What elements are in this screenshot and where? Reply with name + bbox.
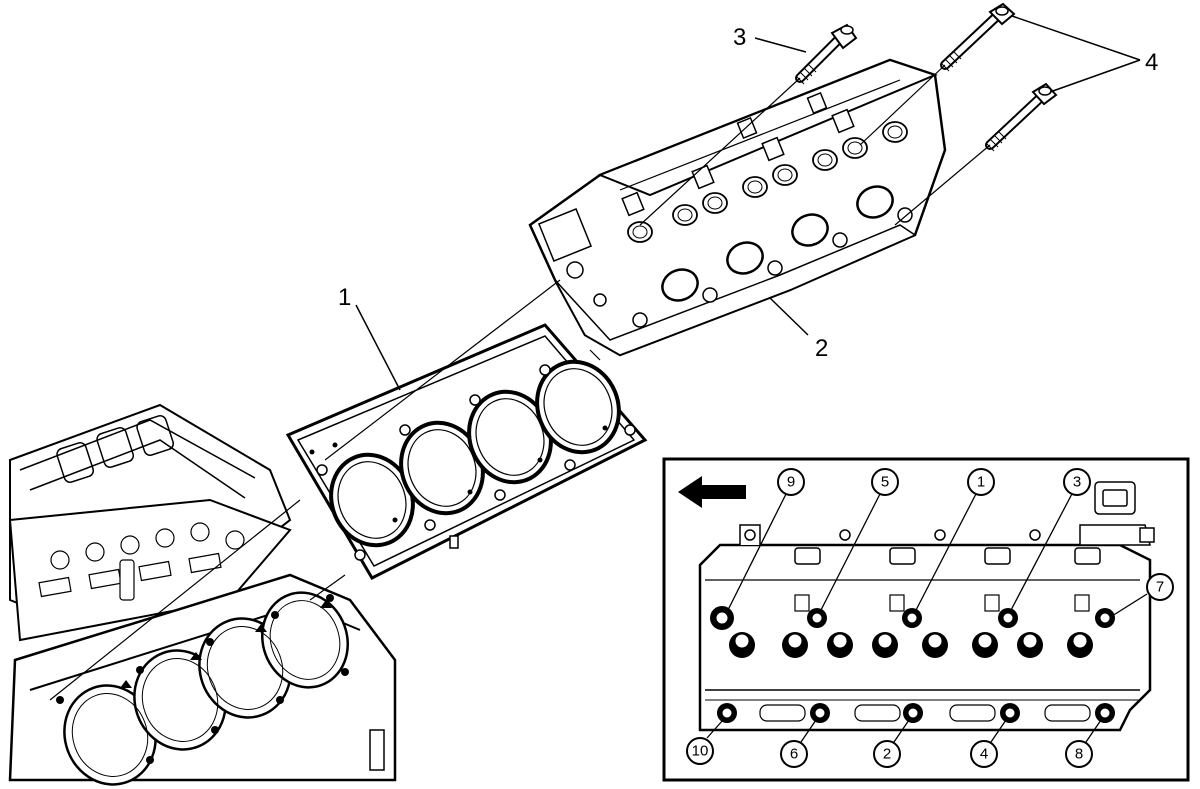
sequence-number-7: 7	[1146, 573, 1174, 601]
callout-3: 3	[733, 24, 807, 53]
sequence-number-5-label: 5	[881, 474, 889, 491]
sequence-number-2-label: 2	[883, 746, 891, 763]
head-gasket	[285, 323, 648, 580]
sequence-number-4-label: 4	[980, 746, 988, 763]
cylinder-head	[528, 58, 947, 357]
callout-2-label: 2	[815, 335, 828, 362]
sequence-number-1-label: 1	[977, 474, 985, 491]
sequence-number-3-label: 3	[1073, 474, 1081, 491]
alignment-lines	[49, 64, 991, 701]
sequence-number-2: 2	[873, 740, 901, 768]
head-bolt-long-upper	[940, 2, 1016, 72]
sequence-number-9-label: 9	[787, 474, 795, 491]
inset-cylinder-head	[698, 481, 1155, 732]
sequence-number-8-label: 8	[1075, 746, 1083, 763]
callout-4: 4	[1011, 15, 1158, 93]
sequence-number-6-label: 6	[790, 746, 798, 763]
sequence-number-4: 4	[970, 740, 998, 768]
sequence-number-7-label: 7	[1156, 579, 1164, 596]
left-arrow-icon	[678, 476, 746, 508]
tightening-sequence-inset: 9 5 1 3 7 10 6 2	[662, 457, 1190, 782]
sequence-number-3: 3	[1063, 468, 1091, 496]
engine-block	[8, 403, 397, 786]
sequence-number-10-label: 10	[692, 743, 709, 760]
callout-1-label: 1	[338, 284, 351, 311]
sequence-number-6: 6	[780, 740, 808, 768]
sequence-number-10: 10	[686, 737, 714, 765]
head-bolt-long-lower	[985, 82, 1058, 152]
callout-2: 2	[769, 297, 828, 362]
callout-3-label: 3	[733, 24, 746, 51]
callout-4-label: 4	[1145, 49, 1158, 76]
head-bolt-short	[795, 23, 858, 85]
sequence-number-8: 8	[1065, 740, 1093, 768]
sequence-number-1: 1	[967, 468, 995, 496]
sequence-number-5: 5	[871, 468, 899, 496]
callout-1: 1	[338, 284, 401, 391]
sequence-number-9: 9	[777, 468, 805, 496]
